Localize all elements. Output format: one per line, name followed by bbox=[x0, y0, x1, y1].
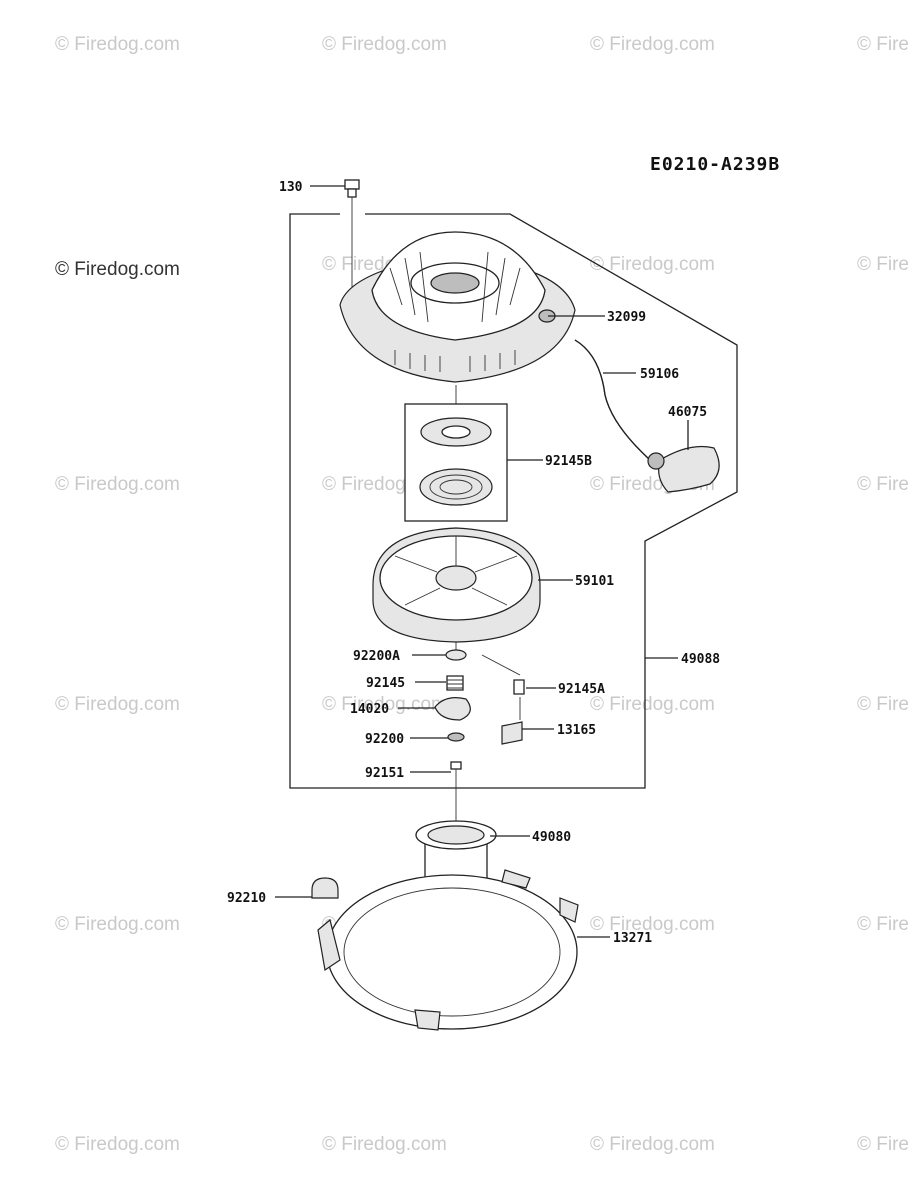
part-label-32099: 32099 bbox=[607, 310, 646, 325]
watermark: © Fire bbox=[857, 914, 909, 935]
watermark-dark: © Firedog.com bbox=[55, 259, 180, 280]
part-label-92200A: 92200A bbox=[353, 649, 400, 664]
small-parts-drawing bbox=[434, 649, 525, 783]
reel-drawing bbox=[372, 527, 541, 643]
watermark: © Fire bbox=[857, 34, 909, 55]
watermark: © Firedog.com bbox=[590, 1134, 715, 1155]
watermark: © Firedog.com bbox=[55, 474, 180, 495]
part-label-49080: 49080 bbox=[532, 830, 571, 845]
part-label-46075: 46075 bbox=[668, 405, 707, 420]
watermark: © Firedog.com bbox=[590, 914, 715, 935]
leader-lines bbox=[275, 185, 689, 938]
watermark: © Firedog.com bbox=[322, 694, 447, 715]
part-label-13165: 13165 bbox=[557, 723, 596, 738]
spring-box-drawing bbox=[404, 403, 508, 522]
diagram-code: E0210-A239B bbox=[650, 154, 780, 175]
part-label-59106: 59106 bbox=[640, 367, 679, 382]
watermark: © Fire bbox=[857, 254, 909, 275]
handle-drawing bbox=[647, 445, 720, 493]
watermark: © Fire bbox=[857, 474, 909, 495]
watermark: © Firedog.com bbox=[590, 694, 715, 715]
base-plate-drawing bbox=[317, 869, 579, 1031]
watermark: © Firedog.com bbox=[55, 914, 180, 935]
part-label-14020: 14020 bbox=[350, 702, 389, 717]
part-label-92151: 92151 bbox=[365, 766, 404, 781]
part-label-92145B: 92145B bbox=[545, 454, 592, 469]
watermark: © Fire bbox=[857, 1134, 909, 1155]
watermark: © Firedog.com bbox=[590, 254, 715, 275]
watermark: © Firedog.com bbox=[55, 694, 180, 715]
assembly-outline bbox=[289, 213, 738, 789]
part-label-59101: 59101 bbox=[575, 574, 614, 589]
watermark: © Firedog.com bbox=[322, 1134, 447, 1155]
watermark: © Firedog.com bbox=[55, 34, 180, 55]
watermark: © Fire bbox=[857, 694, 909, 715]
part-labels: 130 32099 59106 46075 92145B 59101 49088… bbox=[227, 180, 720, 946]
part-label-92145A: 92145A bbox=[558, 682, 605, 697]
rope-drawing bbox=[574, 339, 651, 461]
bolt-130-drawing bbox=[344, 179, 360, 300]
part-label-49088: 49088 bbox=[681, 652, 720, 667]
part-label-13271: 13271 bbox=[613, 931, 652, 946]
watermark: © Firedog.com bbox=[590, 34, 715, 55]
nut-drawing bbox=[311, 877, 339, 899]
part-label-92145: 92145 bbox=[366, 676, 405, 691]
rope-highlight bbox=[574, 339, 651, 461]
recoil-cover-drawing bbox=[339, 231, 576, 383]
part-label-130: 130 bbox=[279, 180, 303, 195]
part-label-92210: 92210 bbox=[227, 891, 266, 906]
watermarks: © Firedog.com © Firedog.com © Firedog.co… bbox=[55, 34, 909, 1155]
part-label-92200: 92200 bbox=[365, 732, 404, 747]
watermark: © Firedog.com bbox=[322, 34, 447, 55]
watermark: © Firedog.com bbox=[55, 1134, 180, 1155]
